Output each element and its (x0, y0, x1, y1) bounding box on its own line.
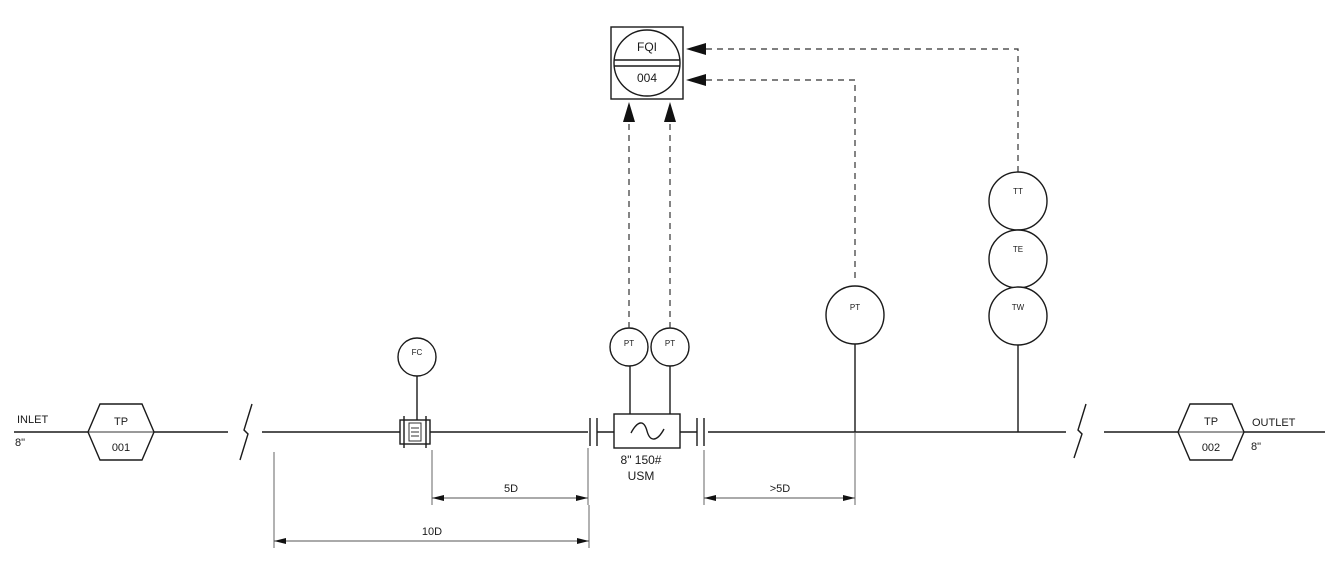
tt-bubble (988, 171, 1048, 231)
dim-gt5d-label: >5D (770, 483, 791, 495)
fqi-tag: FQI (637, 40, 657, 54)
pt-main-tag: PT (850, 303, 860, 312)
dimension-10d: 10D (273, 452, 590, 548)
dim-5d-label: 5D (504, 483, 518, 495)
tw-tag: TW (1012, 303, 1025, 312)
inlet-size: 8" (15, 437, 25, 449)
te-tag: TE (1013, 245, 1023, 254)
tp-inlet-number: 001 (112, 442, 130, 454)
flow-conditioner (399, 416, 431, 448)
dim-10d-label: 10D (422, 526, 442, 538)
fc-tag: FC (412, 348, 423, 357)
pt-main-bubble (825, 285, 885, 345)
dimension-5d: 5D (431, 448, 589, 505)
meter-type: USM (628, 469, 655, 483)
tp-inlet-tag: TP (114, 416, 128, 428)
pt-right-tag: PT (665, 339, 675, 348)
pt-left-tag: PT (624, 339, 634, 348)
usm-meter-body (613, 413, 681, 449)
tw-bubble (988, 286, 1048, 346)
tp-outlet-symbol: TP 002 (1177, 403, 1245, 461)
te-bubble (988, 229, 1048, 289)
fqi-symbol: FQI 004 (610, 26, 684, 100)
inlet-label: INLET (17, 414, 48, 426)
meter-size: 8" 150# (621, 453, 662, 467)
sine-wave-icon (630, 422, 665, 440)
dimension-gt5d: >5D (703, 432, 856, 505)
tp-outlet-number: 002 (1202, 442, 1220, 454)
flanges-upstream (589, 418, 598, 446)
line-break-right (1073, 403, 1087, 459)
signal-lines (623, 43, 1019, 328)
tp-inlet-symbol: TP 001 (87, 403, 155, 461)
fc-bubble (397, 337, 437, 377)
flanges-downstream (696, 418, 705, 446)
line-break-left (239, 403, 253, 461)
outlet-label: OUTLET (1252, 417, 1296, 429)
fqi-number: 004 (637, 71, 657, 85)
tp-outlet-tag: TP (1204, 416, 1218, 428)
outlet-size: 8" (1251, 441, 1261, 453)
temperature-stack: TT TE TW (988, 171, 1048, 432)
tt-tag: TT (1013, 187, 1023, 196)
